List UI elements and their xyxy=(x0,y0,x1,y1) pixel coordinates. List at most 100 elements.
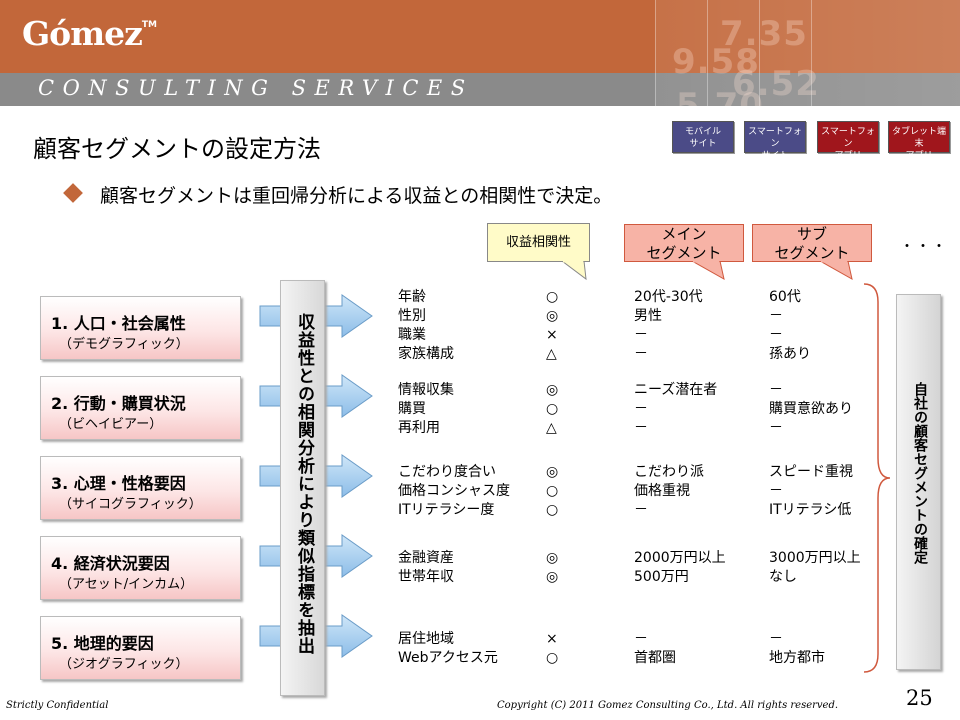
row-item: 家族構成 xyxy=(398,346,454,362)
row-main: 価格重視 xyxy=(634,483,690,499)
row-item: ITリテラシー度 xyxy=(398,502,495,518)
row-item: 性別 xyxy=(398,308,426,324)
row-item: 再利用 xyxy=(398,420,440,436)
key-message-text: 顧客セグメントは重回帰分析による収益との相関性で決定。 xyxy=(100,185,613,207)
row-item: こだわり度合い xyxy=(398,464,496,480)
gomez-logo: GómezTM xyxy=(22,14,157,53)
row-correlation: △ xyxy=(546,346,557,362)
row-main: － xyxy=(634,420,648,436)
row-main: － xyxy=(634,631,648,647)
row-correlation: ◎ xyxy=(546,382,559,398)
row-correlation: ○ xyxy=(546,483,559,499)
row-sub: なし xyxy=(769,569,797,585)
callout-tail-icon xyxy=(690,261,725,280)
callout-tail-icon xyxy=(818,261,853,280)
row-correlation: ◎ xyxy=(546,464,559,480)
row-item: 居住地域 xyxy=(398,631,454,647)
category-subtitle: （ビヘイビアー） xyxy=(59,417,163,432)
row-main: ニーズ潜在者 xyxy=(634,382,718,398)
row-correlation: × xyxy=(546,327,558,343)
category-subtitle: （サイコグラフィック） xyxy=(59,497,202,512)
tagline: CONSULTING SERVICES xyxy=(38,76,474,100)
row-sub: － xyxy=(769,308,783,324)
category-title: 1. 人口・社会属性 xyxy=(51,314,186,333)
row-item: 価格コンシャス度 xyxy=(398,483,510,499)
row-main: － xyxy=(634,401,648,417)
more-ellipsis: ・・・ xyxy=(900,239,948,255)
row-main: 首都圏 xyxy=(634,650,676,666)
callout-correlation: 収益相関性 xyxy=(487,223,590,262)
category-box: 2. 行動・購買状況 （ビヘイビアー） xyxy=(40,376,241,440)
category-title: 2. 行動・購買状況 xyxy=(51,394,186,413)
category-box: 4. 経済状況要因 （アセット/インカム） xyxy=(40,536,241,600)
category-title: 5. 地理的要因 xyxy=(51,634,154,653)
row-sub: スピード重視 xyxy=(769,464,853,480)
row-item: Webアクセス元 xyxy=(398,650,498,666)
callout-tail-icon xyxy=(561,261,587,281)
row-correlation: ○ xyxy=(546,502,559,518)
row-item: 職業 xyxy=(398,327,426,343)
row-main: 男性 xyxy=(634,308,662,324)
row-correlation: △ xyxy=(546,420,557,436)
badge-tablet-app: タブレット端末 アプリ xyxy=(888,121,950,161)
row-item: 年齢 xyxy=(398,289,426,305)
row-item: 金融資産 xyxy=(398,550,454,566)
row-sub: － xyxy=(769,483,783,499)
row-sub: － xyxy=(769,382,783,398)
row-sub: 3000万円以上 xyxy=(769,550,861,566)
row-correlation: × xyxy=(546,631,558,647)
row-sub: － xyxy=(769,631,783,647)
analysis-vertical-label: 収益性との相関分析により類似指標を抽出 xyxy=(294,313,314,655)
header-decor-numbers: 7.35 9.58 6.52 5.70 xyxy=(672,14,832,106)
right-brace-icon xyxy=(863,283,891,673)
category-subtitle: （デモグラフィック） xyxy=(59,337,189,352)
row-correlation: ◎ xyxy=(546,308,559,324)
header-band xyxy=(0,0,960,73)
decor-number: 7.35 xyxy=(720,14,808,54)
badge-mobile-site: モバイル サイト xyxy=(672,121,734,153)
row-main: － xyxy=(634,327,648,343)
decor-number: 5.70 xyxy=(676,86,764,106)
footer-confidential: Strictly Confidential xyxy=(6,700,109,711)
row-item: 情報収集 xyxy=(398,382,454,398)
diamond-bullet-icon xyxy=(63,183,83,203)
category-subtitle: （ジオグラフィック） xyxy=(59,657,189,672)
row-correlation: ○ xyxy=(546,401,559,417)
category-title: 4. 経済状況要因 xyxy=(51,554,170,573)
badge-smartphone-site: スマートフォン サイト xyxy=(744,121,806,161)
row-sub: 購買意欲あり xyxy=(769,401,853,417)
conclusion-vertical-box: 自社の顧客セグメントの確定 xyxy=(896,294,941,670)
row-sub: － xyxy=(769,327,783,343)
header-subband xyxy=(0,73,960,106)
category-subtitle: （アセット/インカム） xyxy=(59,577,194,592)
callout-sub-segment: サブ セグメント xyxy=(752,224,872,262)
row-sub: 地方都市 xyxy=(769,650,825,666)
category-title: 3. 心理・性格要因 xyxy=(51,474,186,493)
callout-main-segment: メイン セグメント xyxy=(624,224,744,262)
row-sub: － xyxy=(769,420,783,436)
category-box: 1. 人口・社会属性 （デモグラフィック） xyxy=(40,296,241,360)
row-item: 購買 xyxy=(398,401,426,417)
row-sub: ITリテラシ低 xyxy=(769,502,852,518)
row-main: 2000万円以上 xyxy=(634,550,726,566)
row-sub: 孫あり xyxy=(769,346,811,362)
conclusion-vertical-label: 自社の顧客セグメントの確定 xyxy=(912,382,928,564)
page-title: 顧客セグメントの設定方法 xyxy=(33,135,321,163)
badge-smartphone-app: スマートフォン アプリ xyxy=(817,121,879,161)
row-correlation: ○ xyxy=(546,289,559,305)
decor-number: 9.58 xyxy=(672,42,760,82)
row-correlation: ◎ xyxy=(546,550,559,566)
row-main: － xyxy=(634,502,648,518)
row-item: 世帯年収 xyxy=(398,569,454,585)
row-main: － xyxy=(634,346,648,362)
page-number: 25 xyxy=(906,686,933,710)
row-main: 500万円 xyxy=(634,569,689,585)
footer-copyright: Copyright (C) 2011 Gomez Consulting Co.,… xyxy=(497,700,839,711)
row-main: こだわり派 xyxy=(634,464,704,480)
analysis-vertical-box: 収益性との相関分析により類似指標を抽出 xyxy=(280,280,325,696)
header-photo xyxy=(655,0,960,106)
row-correlation: ◎ xyxy=(546,569,559,585)
category-box: 5. 地理的要因 （ジオグラフィック） xyxy=(40,616,241,680)
row-main: 20代-30代 xyxy=(634,289,703,305)
row-sub: 60代 xyxy=(769,289,801,305)
